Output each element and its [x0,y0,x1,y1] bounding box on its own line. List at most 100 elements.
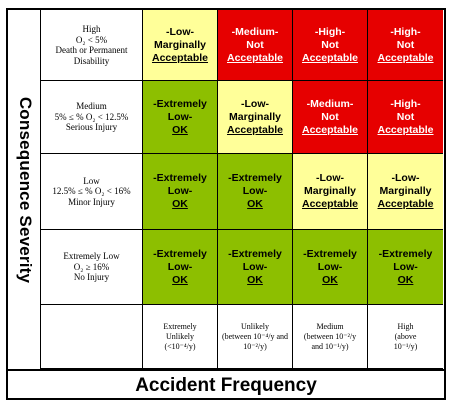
severity-row-header-high: High O₂ < 5% Death or Permanent Disabili… [41,10,143,81]
risk-matrix-grid: High O₂ < 5% Death or Permanent Disabili… [40,10,443,369]
risk-line2: Not [396,38,415,51]
risk-line2: Marginally [304,185,356,197]
y-axis-title-container: Consequence Severity [10,12,40,367]
risk-line1: -Extremely [228,247,282,260]
risk-line3: OK [172,273,188,286]
severity-row-header-low: Low 12.5% ≤ % O₂ < 16% Minor Injury [41,154,143,230]
risk-line3: Acceptable [301,198,359,210]
severity-row-header-extremely-low: Extremely Low O₂ ≥ 16% No Injury [41,230,143,305]
risk-line1: -Extremely [153,247,207,260]
risk-line2: Not [246,38,264,51]
severity-detail: 12.5% ≤ % O₂ < 16% [52,186,131,197]
y-axis-title: Consequence Severity [16,96,36,283]
frequency-line2: (between 10⁻²/y [303,331,357,341]
frequency-line2: Unlikely [166,331,194,341]
risk-line1: -Low- [166,25,194,38]
risk-line3: Acceptable [301,51,359,64]
risk-line1: -Low- [391,172,420,184]
risk-line1: -Extremely [153,97,207,110]
frequency-line3: and 10⁻¹/y) [311,341,349,351]
frequency-line2: (above [394,331,417,341]
risk-line1: -Extremely [228,172,282,184]
risk-line3: Acceptable [226,123,284,136]
risk-line3: OK [247,198,263,210]
severity-note: No Injury [73,272,110,283]
risk-line3: OK [172,198,188,210]
risk-line2: Low- [167,260,193,273]
severity-label: Medium [76,101,107,112]
risk-line1: -Low- [316,172,344,184]
risk-line3: Acceptable [377,123,434,136]
severity-note: Minor Injury [68,196,115,207]
severity-detail: O₂ < 5% [75,34,108,45]
corner-blank-cell [41,305,143,369]
risk-line2: Low- [317,260,343,273]
risk-line1: -Low- [241,97,269,110]
frequency-line1: High [397,321,414,331]
risk-line2: Not [321,38,339,51]
risk-line1: -Extremely [303,247,357,260]
severity-row-header-medium: Medium 5% ≤ % O₂ < 12.5% Serious Injury [41,81,143,154]
frequency-line1: Extremely [163,321,197,331]
severity-detail: O₂ ≥ 16% [73,261,110,272]
risk-line1: -Medium- [306,97,354,110]
frequency-col-header-extremely-unlikely: Extremely Unlikely (<10⁻⁴/y) [143,305,218,369]
risk-line2: Low- [167,185,193,197]
risk-line3: OK [397,273,414,286]
x-axis-title: Accident Frequency [6,369,446,400]
risk-line1: -Extremely [153,172,207,184]
risk-line2: Low- [393,260,418,273]
frequency-line2: (between 10⁻⁴/y and 10⁻²/y) [221,331,289,351]
risk-line3: OK [247,273,263,286]
risk-line2: Marginally [379,185,432,197]
risk-line2: Not [396,110,415,123]
severity-note: Serious Injury [65,122,118,133]
risk-line3: Acceptable [377,51,434,64]
frequency-line1: Unlikely [241,321,269,331]
risk-line3: OK [322,273,338,286]
risk-line1: -Medium- [231,25,279,38]
risk-line2: Not [321,110,339,123]
risk-line1: -High- [314,25,346,38]
risk-line3: Acceptable [377,198,434,210]
risk-line2: Low- [167,110,193,123]
risk-line3: Acceptable [226,51,284,64]
risk-line1: -Extremely [378,247,433,260]
risk-line1: -High- [390,97,421,110]
risk-line3: Acceptable [301,123,359,136]
frequency-line3: 10⁻¹/y) [393,341,418,351]
frequency-col-header-high: High (above 10⁻¹/y) [368,305,443,369]
risk-line3: Acceptable [151,51,209,64]
severity-detail: 5% ≤ % O₂ < 12.5% [54,111,129,122]
risk-line2: Marginally [154,38,206,51]
risk-line3: OK [172,123,188,136]
risk-line2: Low- [242,185,268,197]
severity-label: Extremely Low [63,251,120,262]
severity-note: Death or Permanent Disability [55,45,128,66]
risk-line2: Low- [242,260,268,273]
frequency-line1: Medium [316,321,344,331]
severity-label: High [82,24,101,34]
severity-label: Low [83,175,100,186]
risk-line2: Marginally [229,110,281,123]
frequency-line3: (<10⁻⁴/y) [164,341,196,351]
risk-line1: -High- [390,25,421,38]
frequency-col-header-medium: Medium (between 10⁻²/y and 10⁻¹/y) [293,305,368,369]
frequency-col-header-unlikely: Unlikely (between 10⁻⁴/y and 10⁻²/y) [218,305,293,369]
